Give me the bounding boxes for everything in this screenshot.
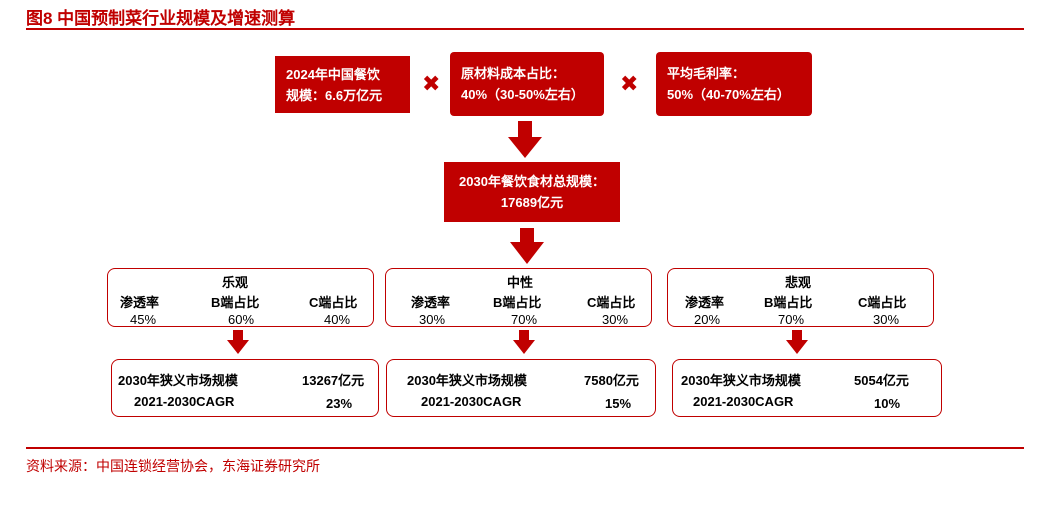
c-share-value: 40%	[324, 312, 351, 327]
arrow-head-icon	[786, 340, 808, 354]
cagr-label: 2021-2030CAGR	[693, 394, 794, 409]
penetration-label: 渗透率	[685, 295, 725, 310]
input-box-cost-ratio: 原材料成本占比： 40%（30-50%左右）	[450, 52, 604, 116]
arrow-down-icon	[518, 121, 532, 138]
cagr-value: 10%	[874, 396, 901, 411]
result-neutral-box: 2030年狭义市场规模 7580亿元 2021-2030CAGR 15%	[386, 359, 656, 417]
penetration-value: 45%	[130, 312, 157, 327]
input-box-gross-margin: 平均毛利率： 50%（40-70%左右）	[656, 52, 812, 116]
top-rule	[26, 28, 1024, 30]
arrow-head-icon	[510, 242, 544, 264]
cagr-value: 15%	[605, 396, 632, 411]
c-share-label: C端占比	[309, 295, 358, 310]
b-share-value: 70%	[778, 312, 805, 327]
bottom-rule	[26, 447, 1024, 449]
arrow-down-icon	[792, 330, 802, 341]
arrow-head-icon	[508, 137, 542, 158]
arrow-down-icon	[519, 330, 529, 341]
total-box: 2030年餐饮食材总规模： 17689亿元	[444, 162, 620, 222]
total-box-line: 17689亿元	[500, 195, 564, 210]
input-box-scale: 2024年中国餐饮 规模：6.6万亿元	[275, 56, 410, 113]
penetration-value: 30%	[419, 312, 446, 327]
market-size-label: 2030年狭义市场规模	[407, 373, 527, 388]
cagr-label: 2021-2030CAGR	[421, 394, 522, 409]
c-share-value: 30%	[873, 312, 900, 327]
market-size-value: 13267亿元	[302, 373, 365, 388]
market-size-value: 5054亿元	[854, 373, 909, 388]
penetration-label: 渗透率	[120, 295, 160, 310]
cagr-value: 23%	[326, 396, 353, 411]
b-share-value: 70%	[511, 312, 538, 327]
arrow-head-icon	[513, 340, 535, 354]
scenario-pessimistic-box: 悲观 渗透率 B端占比 C端占比 20% 70% 30%	[667, 268, 934, 327]
b-share-label: B端占比	[493, 295, 542, 310]
scenario-name: 悲观	[785, 275, 812, 290]
market-size-label: 2030年狭义市场规模	[118, 373, 238, 388]
input-box-line: 原材料成本占比：	[461, 66, 566, 81]
b-share-value: 60%	[228, 312, 255, 327]
arrow-down-icon	[520, 228, 534, 243]
input-box-line: 50%（40-70%左右）	[667, 87, 790, 102]
result-optimistic-box: 2030年狭义市场规模 13267亿元 2021-2030CAGR 23%	[111, 359, 379, 417]
input-box-line: 40%（30-50%左右）	[461, 87, 584, 102]
penetration-label: 渗透率	[411, 295, 451, 310]
scenario-name: 乐观	[222, 275, 249, 290]
scenario-neutral-box: 中性 渗透率 B端占比 C端占比 30% 70% 30%	[385, 268, 652, 327]
c-share-label: C端占比	[587, 295, 636, 310]
input-box-line: 规模：6.6万亿元	[286, 87, 383, 103]
c-share-label: C端占比	[858, 295, 907, 310]
penetration-value: 20%	[694, 312, 721, 327]
input-box-line: 2024年中国餐饮	[286, 66, 380, 82]
figure-title: 图8 中国预制菜行业规模及增速测算	[26, 9, 296, 28]
b-share-label: B端占比	[764, 295, 813, 310]
scenario-optimistic-box: 乐观 渗透率 B端占比 C端占比 45% 60% 40%	[107, 268, 374, 327]
scenario-name: 中性	[507, 275, 534, 290]
market-size-label: 2030年狭义市场规模	[681, 373, 801, 388]
source-note: 资料来源：中国连锁经营协会，东海证券研究所	[26, 458, 320, 474]
arrow-head-icon	[227, 340, 249, 354]
arrow-down-icon	[233, 330, 243, 341]
result-pessimistic-box: 2030年狭义市场规模 5054亿元 2021-2030CAGR 10%	[672, 359, 942, 417]
c-share-value: 30%	[602, 312, 629, 327]
total-box-line: 2030年餐饮食材总规模：	[459, 174, 605, 189]
market-size-value: 7580亿元	[584, 373, 639, 388]
multiply-icon: ✖	[422, 71, 441, 96]
cagr-label: 2021-2030CAGR	[134, 394, 235, 409]
b-share-label: B端占比	[211, 295, 260, 310]
input-box-line: 平均毛利率：	[667, 66, 746, 81]
multiply-icon: ✖	[620, 71, 639, 96]
